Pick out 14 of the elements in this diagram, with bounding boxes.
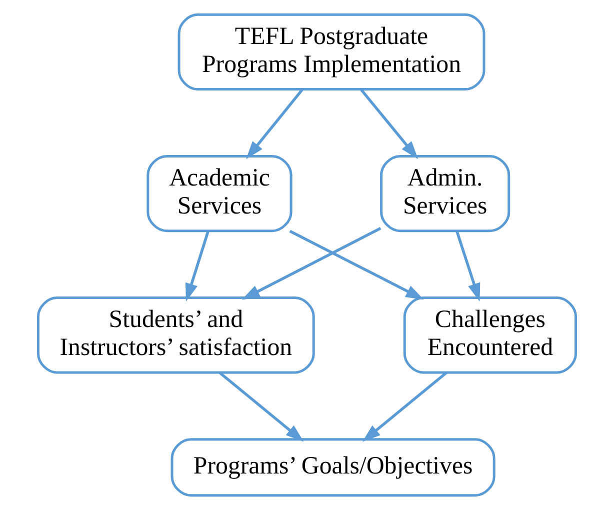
- node-box: Students’ and Instructors’ satisfaction: [36, 296, 314, 374]
- node-box: TEFL Postgraduate Programs Implementation: [177, 13, 485, 91]
- node-box: Academic Services: [146, 154, 292, 232]
- arrow: [360, 89, 418, 160]
- node-box: Programs’ Goals/Objectives: [170, 438, 495, 497]
- arrow: [184, 231, 209, 302]
- arrow: [362, 372, 447, 442]
- arrow: [218, 372, 304, 442]
- arrow: [246, 89, 303, 160]
- arrow: [241, 227, 381, 300]
- arrow: [455, 231, 480, 302]
- node-box: Admin. Services: [380, 154, 510, 232]
- node-box: Challenges Encountered: [402, 296, 577, 374]
- arrow: [288, 230, 424, 300]
